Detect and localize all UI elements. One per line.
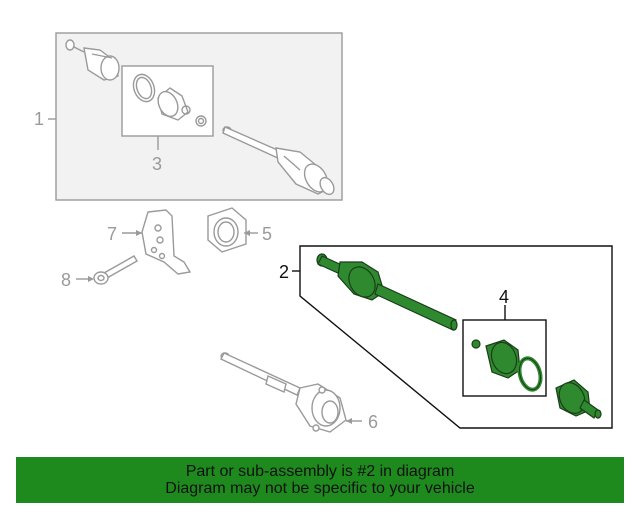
inner-cv-joint-green: [555, 379, 602, 419]
shaft-assembly-grey: [222, 126, 335, 196]
parts-diagram: 1 3 7 8 5 6: [34, 32, 613, 433]
kit-3-parts: [132, 73, 207, 127]
bearing-5: [207, 207, 247, 253]
footer-line-1: Part or sub-assembly is #2 in diagram: [185, 463, 455, 480]
callout-3: 3: [152, 154, 162, 174]
callout-8: 8: [61, 270, 71, 290]
callout-1: 1: [34, 109, 44, 129]
halfshaft-green: [316, 253, 458, 331]
callout-6: 6: [368, 412, 378, 432]
bracket-7: [141, 209, 192, 275]
kit-4-parts: [471, 339, 543, 392]
callout-5: 5: [262, 224, 272, 244]
callout-4: 4: [499, 287, 509, 307]
assembly-1-group: [55, 32, 343, 201]
bolt-8: [93, 255, 138, 285]
outer-cv-joint-grey: [65, 39, 120, 81]
footer-line-2: Diagram may not be specific to your vehi…: [165, 480, 475, 497]
intermediate-shaft-6: [220, 352, 347, 433]
callout-7: 7: [107, 224, 117, 244]
callout-2: 2: [279, 262, 289, 282]
assembly-2-group: [299, 245, 613, 429]
footer-banner: Part or sub-assembly is #2 in diagram Di…: [16, 457, 624, 503]
